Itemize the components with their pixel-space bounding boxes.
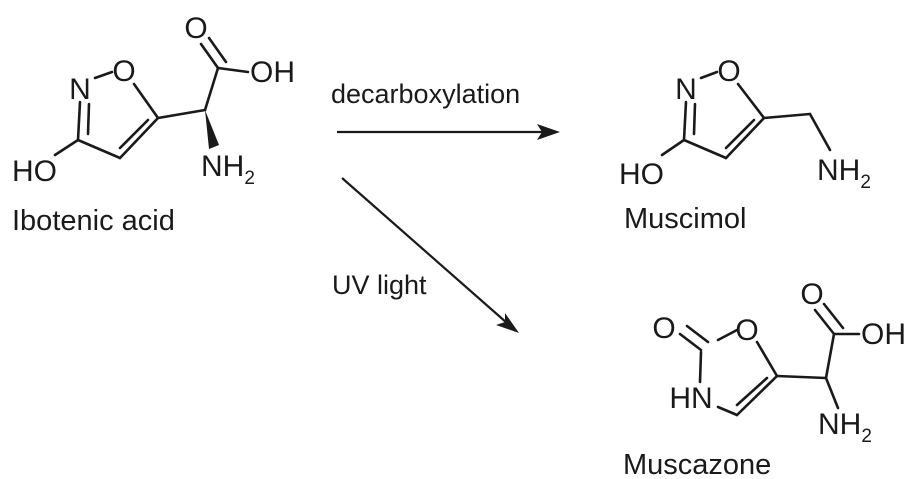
bond-c5-calpha [156,108,207,120]
arrow-decarboxylation [337,124,560,140]
stereo-wedge [205,110,219,149]
atom-nh: NH2 [818,408,872,447]
bond-c5-c4 [724,116,766,160]
bond-cooh-co [813,308,836,336]
bond-o-c5 [132,82,160,120]
compound-name-muscimol: Muscimol [624,203,746,235]
bond-n3-c2 [698,350,703,384]
bond-cooh-co [199,42,220,70]
bond-c5-c4-double [735,376,769,407]
arrow-head [537,124,560,140]
bond-c4-c3 [682,138,728,160]
atom-nh: NH2 [201,150,255,189]
bond-calpha-ccooh [203,66,220,112]
bond-cooh-co-double [207,36,228,64]
bond-c5-c4-double [118,118,150,150]
bond-c2-o1 [716,328,739,342]
arrow-head [496,313,519,333]
condition-decarboxylation: decarboxylation [331,79,520,109]
atom-o-ring: O [717,55,740,88]
atom-oh: OH [250,56,295,89]
atom-n: N [675,73,697,106]
bond-ch2-n [808,112,832,152]
bond-c5-ch2 [762,112,812,120]
atom-o-keto: O [652,312,675,345]
muscazone-structure: O O O OH HN NH2 [652,278,906,447]
compound-name-ibotenic-acid: Ibotenic acid [12,205,175,237]
bond-c3-n [682,100,688,142]
bond-cooh-co-double [822,302,845,330]
atom-oh: OH [861,318,906,351]
bond-c4-n3 [716,405,739,417]
bond-c2-o-keto [678,332,703,352]
atom-ho: HO [12,155,57,188]
bond-c3-n [76,100,82,142]
atom-o-ring: O [112,55,135,88]
atom-nh: NH2 [817,154,871,193]
muscimol-structure: N O HO NH2 [619,55,871,193]
bond-o-c5 [736,82,766,120]
bond-o1-c5 [755,340,779,378]
bond-c4-c3 [76,138,122,160]
bond-c3-oh [660,138,686,157]
atom-o-carbonyl: O [800,278,823,311]
bond-calpha-ccooh [824,332,836,380]
bond-c3-oh [53,138,80,157]
arrow-uv-light [341,177,519,333]
bond-c3-n-double [692,102,697,136]
bond-cooh-oh [216,66,250,74]
atom-o-ring: O [735,314,758,347]
arrow-shaft [341,177,508,324]
bond-c5-c4 [735,374,779,417]
bond-n-o [699,70,719,80]
bond-calpha-n [824,376,840,410]
atom-n: N [69,73,91,106]
bond-c2-o-keto-double [685,324,710,344]
ibotenic-acid-structure: N O O OH HO NH2 [12,12,295,189]
bond-c5-calpha [775,374,828,380]
atom-hn: HN [669,382,712,415]
bond-c5-c4 [118,116,160,160]
bond-c5-c4-double [724,118,756,150]
compound-name-muscazone: Muscazone [623,449,771,479]
bond-c3-n-double [86,102,91,136]
condition-uv-light: UV light [332,270,427,300]
atom-ho: HO [619,158,664,191]
atom-o-carbonyl: O [184,12,207,45]
bond-n-o [93,70,114,80]
